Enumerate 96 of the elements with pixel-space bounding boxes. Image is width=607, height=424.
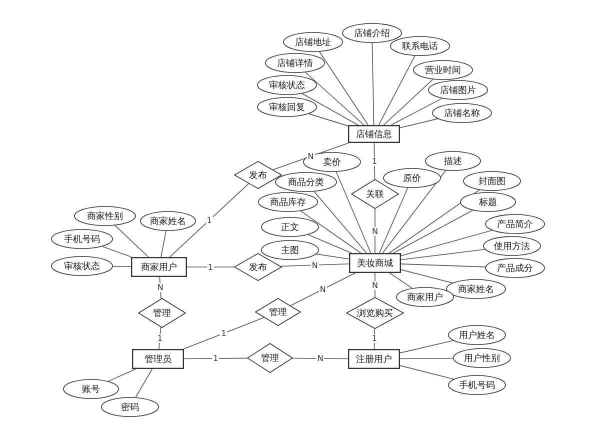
attribute-ellipse: 手机号码 [448,375,506,395]
connector-line [160,230,166,258]
relationship-diamond: 管理 [247,343,293,373]
entity-box: 店铺信息 [348,125,400,143]
attribute-ellipse: 店铺地址 [283,32,343,52]
attribute-ellipse: 营业时间 [413,60,473,80]
attribute-ellipse: 商家姓名 [140,211,196,231]
attribute-ellipse: 产品简介 [485,214,545,234]
connector-line [186,266,234,268]
connector-line [135,368,153,398]
attribute-ellipse: 产品成分 [485,258,545,278]
cardinality-label: 1 [220,328,228,338]
connector-line [169,183,250,258]
connector-line [390,98,442,126]
relationship-diamond: 管理 [255,298,301,326]
relationship-diamond: 浏览购买 [346,297,404,329]
connector-line [400,264,486,268]
connector-line [314,191,367,254]
attribute-ellipse: 商家用户 [396,287,454,307]
connector-line [184,358,248,360]
cardinality-label: N [306,152,315,161]
cardinality-label: 1 [212,354,220,363]
connector-line [400,358,454,360]
connector-line [400,269,453,284]
cardinality-label: N [316,354,324,363]
connector-line [280,264,350,267]
attribute-ellipse: 商品分类 [275,172,337,192]
attribute-ellipse: 使用方法 [483,236,541,256]
cardinality-label: 1 [156,334,164,343]
entity-box: 商家用户 [131,257,187,277]
connector-line [372,42,374,126]
attribute-ellipse: 主图 [261,240,319,260]
connector-line [108,368,136,382]
connector-line [374,208,376,254]
connector-line [393,210,473,254]
entity-box: 管理员 [132,349,184,369]
relationship-diamond: 发布 [234,253,282,281]
relationship-diamond: 发布 [234,161,282,189]
cardinality-label: N [156,283,164,292]
connector-line [319,51,368,126]
entity-box: 美妆商城 [349,253,401,273]
connector-line [308,113,348,126]
attribute-ellipse: 商品库存 [258,192,318,212]
cardinality-label: 1 [207,262,214,272]
connector-line [400,340,454,354]
attribute-ellipse: 店铺图片 [428,80,488,100]
connector-line [305,72,364,126]
connector-line [388,190,480,254]
cardinality-label: 1 [206,216,213,225]
attribute-ellipse: 描述 [425,151,481,171]
connector-line [400,248,486,260]
connector-line [112,266,132,268]
attribute-ellipse: 商家性别 [74,206,136,226]
connector-line [302,93,358,126]
cardinality-label: N [318,284,327,294]
attribute-ellipse: 店铺介绍 [342,23,402,43]
connector-line [300,210,362,254]
connector-line [400,230,492,256]
attribute-ellipse: 标题 [460,192,516,212]
connector-line [183,317,264,350]
attribute-ellipse: 审核回复 [257,97,317,117]
connector-line [290,272,356,306]
cardinality-label: N [310,260,319,270]
attribute-ellipse: 店铺名称 [432,103,492,123]
attribute-ellipse: 审核状态 [257,75,317,95]
attribute-ellipse: 密码 [101,397,159,417]
relationship-diamond: 管理 [138,298,186,328]
attribute-ellipse: 用户性别 [453,348,511,368]
connector-line [308,234,352,254]
cardinality-label: 1 [370,334,378,344]
cardinality-label: N [371,226,379,236]
attribute-ellipse: 用户姓名 [448,325,506,345]
attribute-ellipse: 店铺详情 [265,53,325,73]
attribute-ellipse: 原价 [383,168,441,188]
connector-line [382,170,446,254]
connector-line [378,55,416,126]
connector-line [400,118,438,128]
attribute-ellipse: 商家姓名 [446,279,506,299]
attribute-ellipse: 正文 [261,217,319,237]
entity-box: 注册用户 [348,349,400,369]
connector-line [400,365,454,380]
attribute-ellipse: 手机号码 [51,229,113,249]
cardinality-label: N [371,280,379,290]
attribute-ellipse: 封面图 [463,171,521,191]
attribute-ellipse: 联系电话 [390,36,450,56]
connector-line [389,272,412,288]
connector-line [316,254,350,260]
attribute-ellipse: 账号 [63,379,119,399]
connector-line [102,246,132,258]
relationship-diamond: 关联 [351,179,399,209]
cardinality-label: 1 [370,156,378,166]
connector-line [336,172,372,254]
connector-line [378,187,408,254]
connector-line [383,79,434,126]
connector-line [292,358,348,360]
attribute-ellipse: 审核状态 [51,256,113,276]
